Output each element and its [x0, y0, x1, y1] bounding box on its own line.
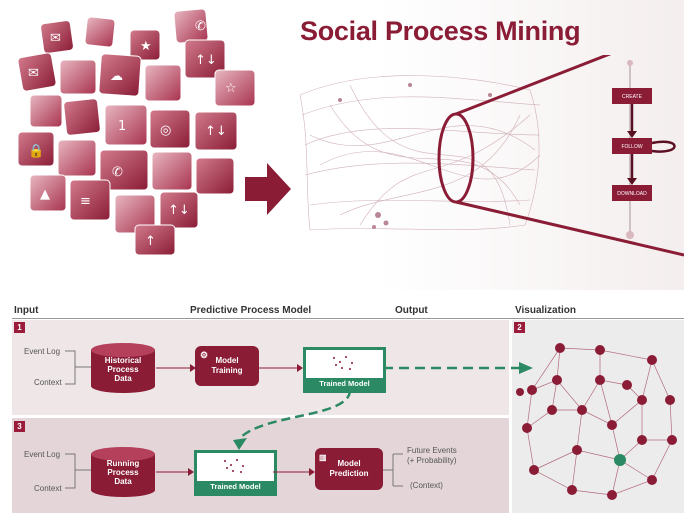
model-training-line1: Model — [215, 356, 239, 365]
page-title: Social Process Mining — [300, 16, 581, 46]
chart-icon: ▥ — [319, 453, 327, 462]
arrow-to-trained-model — [259, 364, 303, 372]
arrow-to-prediction — [273, 468, 315, 476]
svg-text:↑: ↑ — [145, 234, 156, 249]
input-bracket-3 — [65, 453, 93, 489]
future-events-label: Future Events — [407, 446, 457, 455]
output-context-label: (Context) — [410, 481, 443, 490]
model-prediction-line1: Model — [337, 459, 361, 468]
trained-model-label: Trained Model — [306, 378, 383, 390]
context-label: Context — [34, 378, 62, 387]
svg-text:✉: ✉ — [28, 66, 39, 81]
input-bracket — [65, 350, 93, 385]
arrow-to-trained-model-3 — [156, 468, 194, 476]
gear-icon: ⚙ — [200, 350, 209, 360]
running-data-line3: Data — [114, 477, 132, 486]
dashed-arrow-to-prediction — [233, 389, 352, 450]
svg-text:≡: ≡ — [80, 194, 91, 209]
svg-text:↑↓: ↑↓ — [168, 203, 190, 218]
header-model: Predictive Process Model — [190, 305, 312, 316]
event-log-label-3: Event Log — [24, 450, 61, 459]
app-icon-cubes: ✉ ★ ✆ ↑↓ ✉ ☁ ☆ 1 ◎ ↑↓ 🔒 ✆ ▲ ≡ ↑↓ ↑ — [17, 8, 256, 256]
header-visualization: Visualization — [515, 305, 576, 316]
step-number-1: 1 — [14, 322, 25, 333]
svg-text:◎: ◎ — [160, 123, 171, 138]
running-data-line1: Running — [106, 459, 140, 468]
svg-text:↑↓: ↑↓ — [205, 124, 227, 139]
output-bracket — [383, 453, 403, 487]
historical-data-line1: Historical — [104, 356, 142, 365]
historical-data-line3: Data — [114, 374, 132, 383]
header-divider — [12, 318, 684, 319]
arrow-to-training — [156, 364, 196, 372]
network-thumbnail — [333, 356, 353, 370]
step-number-2: 2 — [514, 322, 525, 333]
svg-text:☁: ☁ — [110, 69, 123, 84]
header-output: Output — [395, 305, 428, 316]
model-prediction-line2: Prediction — [329, 469, 369, 478]
dashed-arrow-to-visualization — [383, 362, 533, 374]
network-thumbnail-3 — [224, 459, 244, 473]
future-probability-label: (+ Probability) — [407, 456, 457, 465]
header-input: Input — [14, 305, 39, 316]
svg-text:★: ★ — [140, 39, 152, 54]
svg-text:↑↓: ↑↓ — [195, 53, 217, 68]
svg-text:🔒: 🔒 — [28, 144, 44, 159]
trained-model-box-3: Trained Model — [194, 450, 277, 496]
step-number-3: 3 — [14, 421, 25, 432]
historical-data-line2: Process — [107, 365, 139, 374]
svg-text:▲: ▲ — [40, 187, 50, 202]
visualization-network-graph — [516, 343, 677, 500]
step-download: DOWNLOAD — [617, 191, 647, 197]
step-follow: FOLLOW — [621, 144, 642, 150]
trained-model-box: Trained Model — [303, 347, 386, 393]
svg-text:✉: ✉ — [50, 31, 61, 46]
context-label-3: Context — [34, 484, 62, 493]
model-prediction-box: ▥ Model Prediction — [315, 448, 383, 490]
event-log-label: Event Log — [24, 347, 61, 356]
svg-text:✆: ✆ — [195, 19, 206, 34]
running-data-cylinder — [91, 447, 155, 497]
social-network-graph: CREATE FOLLOW DOWNLOAD — [299, 55, 684, 257]
historical-data-cylinder — [91, 343, 155, 393]
model-training-box: ⚙ Model Training — [195, 346, 259, 386]
svg-text:☆: ☆ — [225, 81, 237, 96]
model-training-line2: Training — [211, 366, 243, 375]
svg-text:✆: ✆ — [112, 165, 123, 180]
arrow-right-icon — [245, 163, 291, 215]
svg-text:1: 1 — [118, 119, 126, 134]
running-data-line2: Process — [107, 468, 139, 477]
trained-model-label-3: Trained Model — [197, 481, 274, 493]
step-create: CREATE — [622, 94, 643, 100]
